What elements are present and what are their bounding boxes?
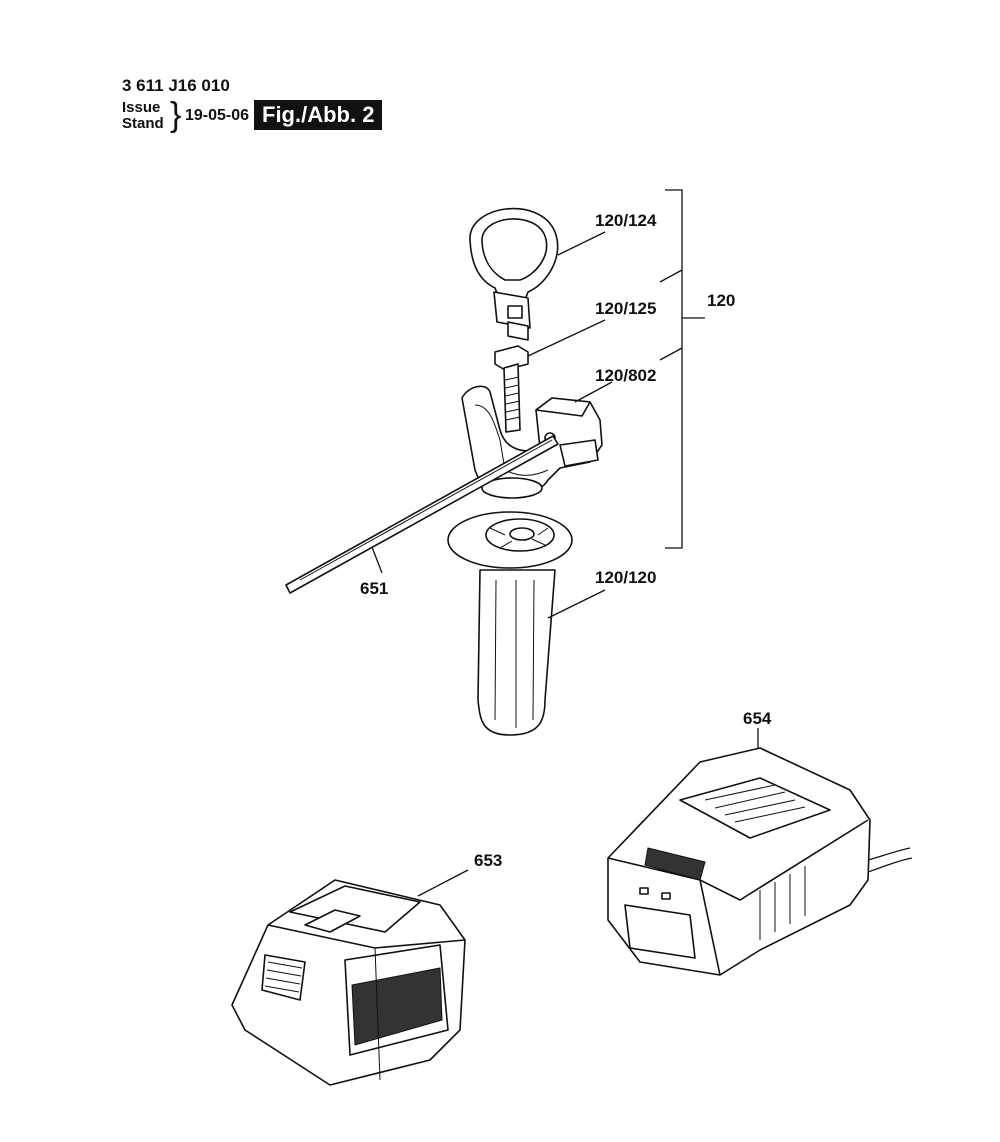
callout-651: 651 xyxy=(360,579,388,598)
brace-glyph: } xyxy=(170,96,182,134)
callout-653: 653 xyxy=(474,851,502,870)
depth-stop-rod-part xyxy=(285,435,559,594)
part-number: 3 611 J16 010 xyxy=(122,76,230,95)
callout-120-124: 120/124 xyxy=(595,211,657,230)
callout-654: 654 xyxy=(743,709,772,728)
stand-label: Stand xyxy=(122,115,164,132)
issue-stand-label: Issue Stand xyxy=(122,100,164,132)
figure-label: Fig./Abb. 2 xyxy=(254,100,383,130)
leader-120-120 xyxy=(547,589,606,619)
callout-120-125: 120/125 xyxy=(595,299,656,318)
leader-651 xyxy=(371,546,383,574)
issue-label: Issue xyxy=(122,99,161,116)
callout-120-120: 120/120 xyxy=(595,568,656,587)
leader-120-802 xyxy=(574,381,613,403)
auxiliary-handle-part xyxy=(447,511,573,736)
issue-date: 19-05-06 xyxy=(185,107,250,124)
clamp-bolt-part xyxy=(494,345,529,433)
callout-120-802: 120/802 xyxy=(595,366,656,385)
clamp-band-part xyxy=(469,207,559,341)
callout-120: 120 xyxy=(707,291,735,310)
battery-pack-part xyxy=(231,879,466,1086)
leader-653 xyxy=(417,869,469,897)
assembly-bracket xyxy=(659,189,705,549)
leader-120-125 xyxy=(527,319,606,357)
leader-120-124 xyxy=(557,231,606,256)
charger-part xyxy=(607,747,913,976)
